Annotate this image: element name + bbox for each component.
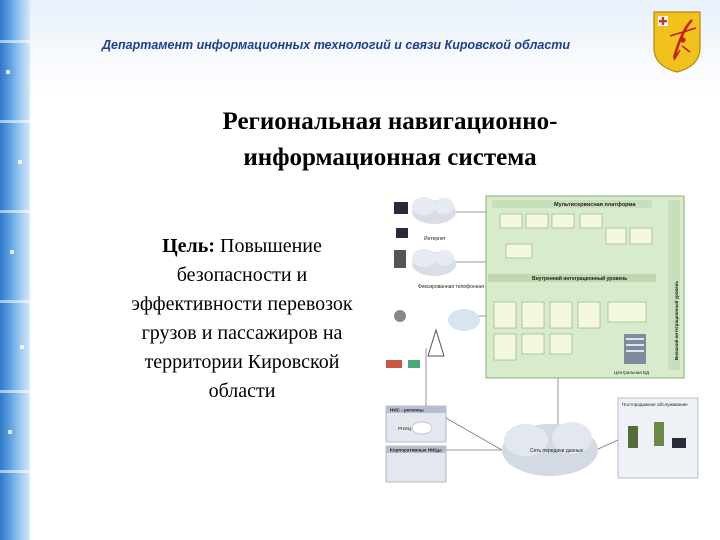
system-architecture-diagram: Интернет Фиксированная телефонная сеть М… — [385, 195, 699, 483]
cloud-satellite — [448, 309, 480, 331]
external-level-label: Внешний интеграционный уровень — [673, 281, 679, 360]
platform-label: Мультисервисная платформа — [554, 201, 636, 208]
cloud-fixed-network — [412, 249, 456, 276]
central-database — [624, 334, 646, 364]
goal-description: Повышение безопасности и эффективности п… — [131, 235, 353, 402]
post-sale-panel — [617, 397, 699, 479]
rnic-label: РНИЦ — [398, 426, 412, 431]
goal-text: Цель: Повышение безопасности и эффективн… — [110, 232, 374, 406]
post-sale-label: Постпродажное обслуживание — [622, 402, 688, 407]
nis-regions-label: НИС - регионы — [390, 408, 424, 413]
left-decor-strip — [0, 0, 30, 540]
corporate-nic-label: Корпоративные НИЦы — [390, 448, 442, 453]
platform-modules-bottom — [493, 301, 647, 361]
corporate-nic-panel — [385, 445, 447, 483]
platform-modules-top — [499, 213, 653, 259]
fixed-network-label: Фиксированная телефонная сеть — [418, 284, 496, 290]
header-band — [30, 0, 720, 98]
slide-title: Региональная навигационно- информационна… — [120, 104, 660, 176]
department-title: Департамент информационных технологий и … — [102, 38, 571, 52]
cloud-data-network — [502, 422, 598, 476]
internal-level-label: Внутренний интеграционный уровень — [532, 275, 627, 282]
left-devices — [386, 202, 445, 368]
goal-label: Цель: — [162, 235, 215, 257]
nis-regions-panel — [385, 405, 447, 443]
internet-label: Интернет — [424, 236, 447, 242]
kirov-coat-of-arms-icon — [653, 11, 701, 73]
title-line-1: Региональная навигационно- — [222, 108, 558, 135]
cloud-internet — [412, 197, 456, 224]
central-db-label: Центральная БД — [614, 370, 649, 375]
data-network-label: Сеть передачи данных — [530, 448, 584, 454]
title-line-2: информационная система — [243, 144, 537, 171]
